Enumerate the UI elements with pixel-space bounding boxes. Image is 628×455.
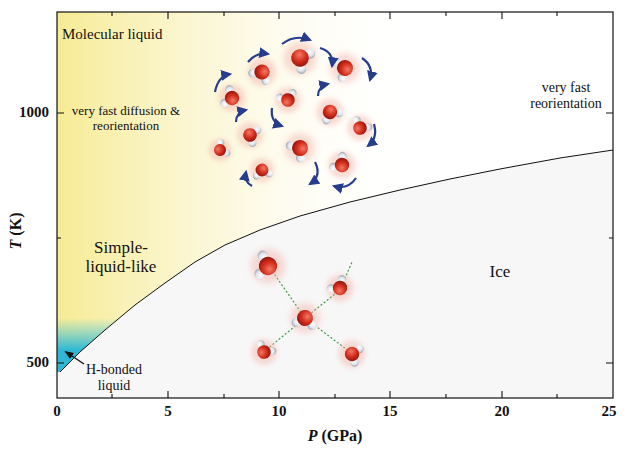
region-note: very fast diffusion & reorientation: [60, 104, 192, 133]
axis-title: T (K): [7, 196, 25, 266]
axis-ticks: [57, 12, 613, 398]
region-note: very fast reorientation: [518, 80, 614, 111]
melting-curve: [60, 150, 613, 372]
liquid-molecules: [205, 35, 378, 184]
tick-label: 5: [153, 403, 183, 420]
tick-label: 15: [375, 403, 405, 420]
liquid-region: [57, 12, 613, 398]
region-label: Molecular liquid: [62, 26, 212, 43]
tick-label: 500: [3, 354, 49, 371]
ice-molecules: [247, 246, 370, 371]
region-label: Simple-liquid-like: [79, 238, 163, 276]
tick-label: 25: [594, 403, 624, 420]
region-label: Ice: [470, 262, 530, 281]
region-label: H-bonded liquid: [78, 362, 150, 393]
tick-label: 10: [264, 403, 294, 420]
plot-frame: [57, 12, 613, 398]
axis-title: P (GPa): [280, 427, 390, 445]
tick-label: 0: [42, 403, 72, 420]
rotation-arrows: [215, 38, 375, 187]
leader-arrow: [66, 352, 84, 364]
tick-label: 1000: [3, 104, 49, 121]
tick-label: 20: [487, 403, 517, 420]
